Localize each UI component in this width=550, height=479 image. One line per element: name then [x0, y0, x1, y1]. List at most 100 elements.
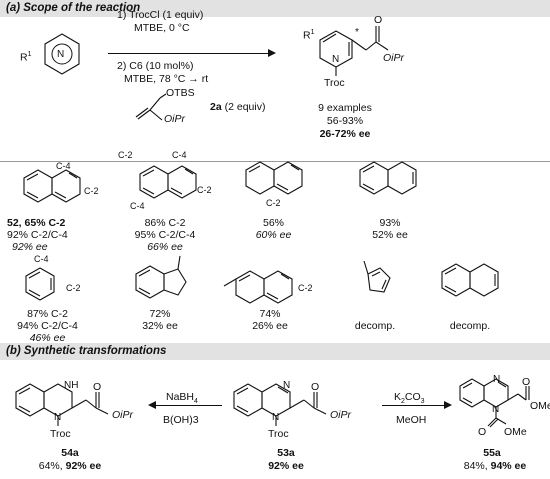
c53a-oipr: OiPr	[330, 409, 351, 421]
naph15-c4-bottom: C-4	[130, 201, 145, 211]
naph15-c2-bottom: C-2	[197, 185, 212, 195]
c54a-oipr: OiPr	[112, 409, 133, 421]
reaction-arrow	[108, 53, 272, 54]
section-a-title: (a) Scope of the reaction	[6, 2, 141, 14]
silyl-enol-ether-2a	[135, 93, 167, 121]
c53a-troc: Troc	[268, 428, 289, 440]
naph15-line2: 95% C-2/C-4	[134, 229, 196, 241]
methyl-naph-line2: 26% ee	[252, 320, 288, 332]
naph15-line3: 66% ee	[147, 241, 183, 253]
section-b-title: (b) Synthetic transformations	[6, 345, 167, 357]
arrowhead-54a	[148, 401, 156, 409]
c55a-ome: OMe	[530, 400, 550, 412]
compound-53a-structure	[233, 383, 327, 426]
pyridine-reactant	[44, 33, 80, 75]
reagent-nabh4: NaBH4	[166, 391, 198, 406]
product-n: N	[332, 54, 340, 65]
benzimidazole-line1: 72%	[149, 308, 171, 320]
yield-range: 56-93%	[326, 115, 364, 127]
divider	[0, 161, 550, 162]
phthalazine-structure	[359, 161, 417, 195]
c55a-result: 84%, 94% ee	[463, 460, 527, 472]
pyridazine-line3: 46% ee	[29, 332, 66, 344]
methyl-naph-c2: C-2	[298, 283, 313, 293]
reagent-otbs: OTBS	[166, 87, 195, 99]
methyl-naphthyridine-structure	[223, 270, 293, 304]
c54a-troc: Troc	[50, 428, 71, 440]
condition-step2b: MTBE, 78 °C → rt	[124, 73, 209, 85]
reagent-meoh: MeOH	[396, 414, 427, 426]
quinazoline-structure	[23, 169, 81, 203]
phthalazine-line1: 93%	[379, 217, 401, 229]
reagent-k2co3: K2CO3	[394, 391, 425, 406]
reaction-arrowhead	[268, 49, 276, 57]
c53a-o: O	[311, 381, 320, 393]
reagent-equiv: (2 equiv)	[224, 101, 266, 113]
arrow-to-55a	[382, 405, 448, 406]
section-a-header: (a) Scope of the reaction	[0, 0, 550, 17]
methylbenzimidazole-structure	[135, 255, 187, 299]
condition-step1: 1) TrocCl (1 equiv)	[117, 9, 204, 21]
methyl-naph-line1: 74%	[259, 308, 281, 320]
c54a-o: O	[93, 381, 102, 393]
naph16-c2: C-2	[266, 198, 281, 208]
reagent-oipr: OiPr	[164, 113, 185, 125]
pyrazole-line1: decomp.	[354, 320, 396, 332]
c55a-n: N	[492, 404, 500, 415]
reagent-label-group: 2a (2 equiv)	[210, 101, 265, 113]
compound-54a-structure	[15, 383, 109, 426]
c53a-n: N	[272, 412, 280, 423]
product-troc: Troc	[324, 77, 345, 89]
dihydropyridine-product	[319, 26, 389, 76]
pyridazine-c2: C-2	[66, 283, 81, 293]
c54a-result: 64%, 92% ee	[38, 460, 102, 472]
quinazoline-c2: C-2	[84, 186, 99, 196]
pyridazine-structure	[25, 267, 55, 301]
quinazoline-line1: 52, 65% C-2	[7, 217, 66, 229]
product-stereocenter: *	[355, 27, 359, 38]
c55a-n-top: N	[493, 374, 501, 385]
quinazoline-c4: C-4	[56, 161, 71, 171]
condition-step2: 2) C6 (10 mol%)	[117, 60, 194, 72]
product-oipr: OiPr	[383, 52, 404, 64]
quinazoline-line3: 92% ee	[12, 241, 48, 253]
naph15-c4-top: C-4	[172, 150, 187, 160]
reagent-label: 2a	[210, 101, 222, 113]
condition-step1b: MTBE, 0 °C	[134, 22, 190, 34]
product-o: O	[374, 14, 383, 26]
methylpyrazole-structure	[363, 260, 391, 293]
benzimidazole-line2: 32% ee	[142, 320, 178, 332]
c53a-n-top: N	[283, 380, 291, 391]
section-b-header: (b) Synthetic transformations	[0, 343, 550, 360]
examples-count: 9 examples	[318, 102, 372, 114]
c55a-ome2: OMe	[504, 426, 527, 438]
naph15-c2-top: C-2	[118, 150, 133, 160]
ee-range: 26-72% ee	[319, 128, 371, 140]
compound-55a-structure	[459, 378, 530, 428]
c55a-name: 55a	[483, 447, 501, 459]
pyridazine-line1: 87% C-2	[27, 308, 68, 320]
arrow-to-54a	[152, 405, 222, 406]
naph16-line1: 56%	[262, 217, 284, 229]
quinoxaline-structure	[441, 263, 499, 297]
reactant-r1: R1	[20, 51, 32, 64]
reactant-n: N	[57, 49, 65, 60]
arrowhead-55a	[444, 401, 452, 409]
pyridazine-c4: C-4	[34, 254, 49, 264]
c53a-name: 53a	[277, 447, 295, 459]
c53a-ee: 92% ee	[268, 460, 304, 472]
reagent-boh3: B(OH)3	[163, 414, 199, 426]
naph16-line2: 60% ee	[255, 229, 292, 241]
product-r1: R1	[303, 29, 315, 42]
naphthyridine-16-structure	[245, 161, 303, 195]
quinoxaline-line1: decomp.	[449, 320, 491, 332]
c55a-o: O	[522, 376, 531, 388]
pyridazine-line2: 94% C-2/C-4	[17, 320, 78, 332]
naph15-line1: 86% C-2	[144, 217, 186, 229]
phthalazine-line2: 52% ee	[372, 229, 408, 241]
c54a-n: N	[54, 412, 62, 423]
quinazoline-line2: 92% C-2/C-4	[7, 229, 68, 241]
c54a-name: 54a	[61, 447, 79, 459]
naphthyridine-15-structure	[139, 165, 197, 199]
c54a-nh: NH	[64, 380, 79, 391]
